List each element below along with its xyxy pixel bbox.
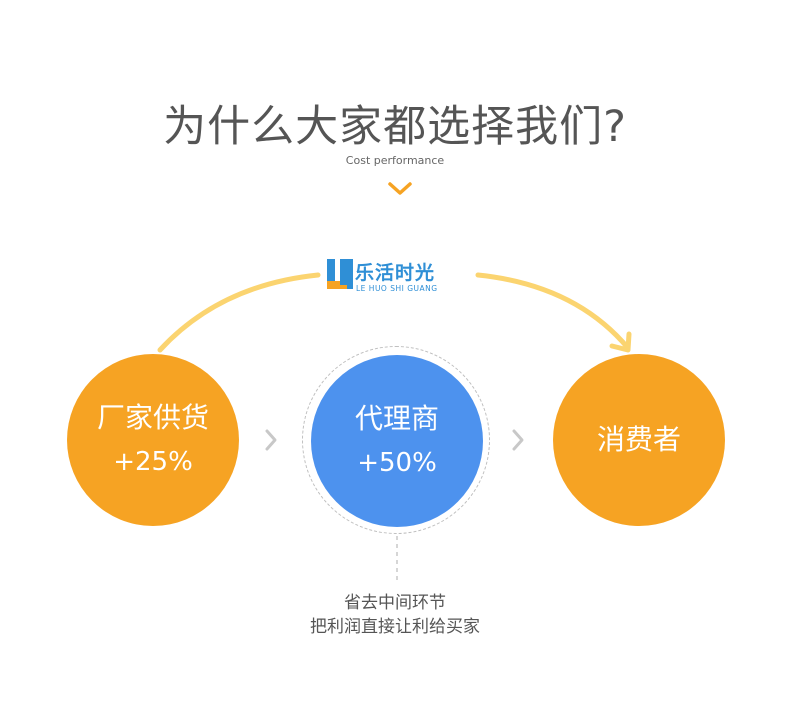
manufacturer-label: 厂家供货 (96, 401, 209, 434)
brand-name: 乐活时光 (355, 262, 436, 284)
consumer-circle: 消费者 (553, 354, 725, 526)
arrow-head-icon (609, 331, 632, 353)
agent-markup: +50% (357, 448, 437, 478)
left-arc (157, 272, 321, 353)
agent-circle: 代理商 +50% (311, 355, 483, 527)
chevron-right-icon (265, 429, 277, 451)
right-arc (475, 272, 631, 351)
manufacturer-circle: 厂家供货 +25% (67, 354, 239, 526)
agent-label: 代理商 (354, 402, 439, 435)
note-line-1: 省去中间环节 (344, 593, 446, 613)
manufacturer-markup: +25% (113, 447, 193, 477)
consumer-label: 消费者 (596, 423, 681, 456)
chevron-right-icon (512, 429, 524, 451)
note-line-2: 把利润直接让利给买家 (310, 617, 480, 637)
brand-subtitle: LE HUO SHI GUANG (356, 284, 438, 293)
brand-logo-icon (327, 259, 353, 289)
page-title: 为什么大家都选择我们? (163, 102, 627, 152)
page-subtitle: Cost performance (345, 154, 445, 167)
agent-dashed-ring (302, 346, 490, 534)
chevron-down-icon (388, 182, 412, 195)
